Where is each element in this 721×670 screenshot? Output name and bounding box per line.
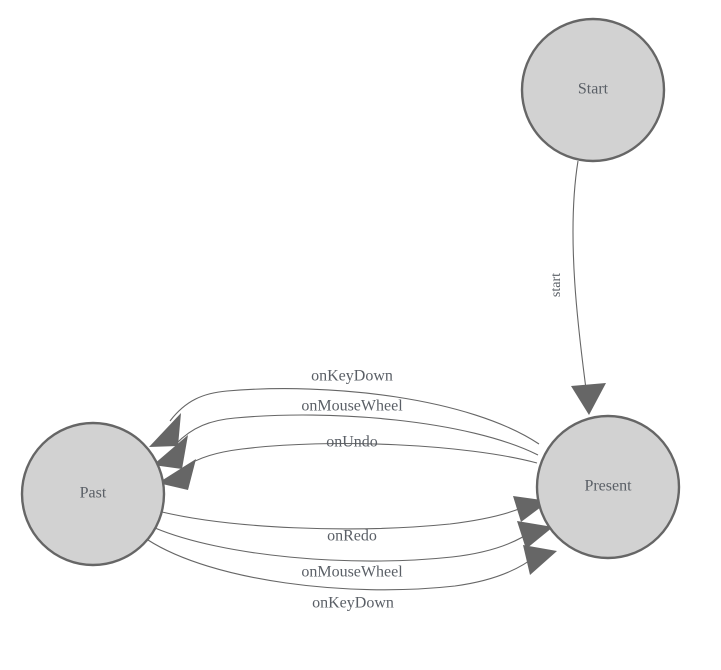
edge-group-past-to-present-redo[interactable] [161,496,549,530]
edge-path-past-to-present-keydown [147,539,538,591]
edge-path-start [572,160,589,405]
edge-label-past-to-present-mousewheel: onMouseWheel [301,564,403,581]
edge-group-present-to-past-undo[interactable] [158,442,538,490]
node-present-label: Present [584,478,632,495]
edge-group-past-to-present-mousewheel[interactable] [154,521,553,562]
edge-path-present-to-past-mousewheel [175,414,539,456]
edge-label-past-to-present-redo: onRedo [327,528,377,545]
edge-label-present-to-past-mousewheel: onMouseWheel [301,398,403,415]
edge-label-start: start [549,273,564,297]
arrowhead-past-to-present-mousewheel [517,521,553,549]
arrowhead-present-to-past-keydown [149,413,181,447]
edge-path-past-to-present-redo [161,504,529,530]
node-present[interactable]: Present [535,414,681,560]
node-start-circle [520,17,666,163]
node-start-label: Start [578,81,609,98]
edge-label-past-to-present-keydown: onKeyDown [312,595,394,612]
edge-path-past-to-present-mousewheel [154,527,533,562]
node-start[interactable]: Start [520,17,666,163]
arrowhead-past-to-present-keydown [523,545,557,575]
arrowhead-present-to-past-undo [158,459,196,490]
edge-label-present-to-past-undo: onUndo [326,434,378,451]
edge-group-start-to-present[interactable] [571,160,606,415]
edge-label-present-to-past-keydown: onKeyDown [311,368,393,385]
edge-path-present-to-past-undo [182,442,538,469]
node-past-label: Past [80,485,107,502]
arrowhead-present-to-past-mousewheel [153,435,188,469]
node-past-circle [20,421,166,567]
edge-group-past-to-present-keydown[interactable] [147,539,557,591]
edge-group-present-to-past-keydown[interactable] [149,388,540,447]
arrowhead-start-to-present [571,383,606,415]
node-present-circle [535,414,681,560]
edge-group-present-to-past-mousewheel[interactable] [153,414,539,469]
edge-path-present-to-past-keydown [169,388,540,445]
node-past[interactable]: Past [20,421,166,567]
